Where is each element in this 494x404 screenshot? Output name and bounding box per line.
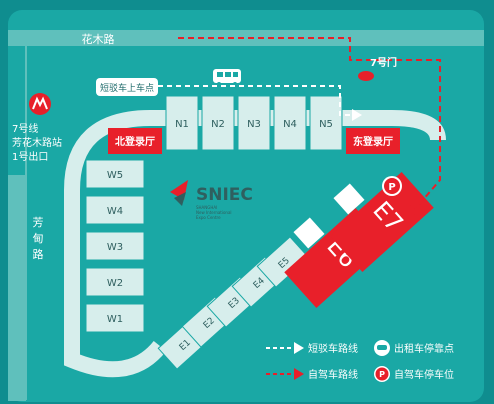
- road-label-fangdian-3: 路: [33, 248, 44, 261]
- logo-mark-dark: [174, 192, 186, 206]
- east-lobby[interactable]: [346, 128, 400, 154]
- hall-w4[interactable]: [85, 195, 145, 225]
- hall-n2-label: N2: [211, 119, 225, 130]
- hall-n4[interactable]: [273, 95, 307, 151]
- svg-text:P: P: [388, 182, 395, 193]
- hall-w1-label: W1: [107, 314, 123, 325]
- east-lobby-label: 东登录厅: [353, 135, 393, 148]
- e6-entrance-icon: [293, 217, 325, 249]
- hall-n1[interactable]: [165, 95, 199, 151]
- hall-w2-label: W2: [107, 278, 123, 289]
- hall-n3-label: N3: [247, 119, 261, 130]
- shuttle-stop-label: 短驳车上车点: [100, 82, 154, 94]
- shuttle-route: [158, 85, 362, 121]
- car-route: [178, 37, 441, 217]
- legend-shuttle-label: 短驳车路线: [308, 342, 358, 355]
- legend-car-label: 自驾车路线: [308, 368, 358, 381]
- metro-station-name: 芳花木路站: [12, 136, 62, 149]
- hall-n5[interactable]: [309, 95, 343, 151]
- metro-line: 7号线: [12, 122, 38, 135]
- east-small-halls: E1 E2 E3 E4 E5: [157, 236, 310, 370]
- north-lobby-label: 北登录厅: [115, 135, 155, 148]
- hall-w5-label: W5: [107, 170, 123, 181]
- legend: 短驳车路线 出租车停靠点 自驾车路线 P 自驾车停车位: [266, 340, 454, 382]
- car-icon: [358, 71, 374, 81]
- hall-n3[interactable]: [237, 95, 271, 151]
- road-label-fangdian-2: 甸: [33, 232, 44, 245]
- venue-ring: [64, 110, 446, 191]
- hall-w3[interactable]: [85, 231, 145, 261]
- logo-name: SNIEC: [196, 185, 253, 205]
- hall-n1-label: N1: [175, 119, 189, 130]
- e7-entrance-icon: [333, 183, 365, 215]
- hall-n5-label: N5: [319, 119, 333, 130]
- hall-w2[interactable]: [85, 267, 145, 297]
- road-label-fangdian-1: 芳: [33, 215, 44, 229]
- hall-n4-label: N4: [283, 119, 297, 130]
- hall-w3-label: W3: [107, 242, 123, 253]
- hall-w4-label: W4: [107, 206, 123, 217]
- hall-w5[interactable]: [85, 159, 145, 189]
- hall-w1[interactable]: [85, 303, 145, 333]
- metro-station[interactable]: 7号线 芳花木路站 1号出口: [12, 93, 62, 163]
- svg-text:P: P: [379, 370, 385, 379]
- shuttle-stop-badge[interactable]: [96, 78, 158, 96]
- hall-e7[interactable]: E7: [330, 172, 434, 272]
- north-lobby[interactable]: [108, 128, 162, 154]
- logo-sub-1: SHANGHAI: [196, 205, 217, 210]
- road-fangdian: [8, 175, 26, 401]
- bus-icon: [213, 69, 241, 86]
- hall-n2[interactable]: [201, 95, 235, 151]
- north-halls: N1 N2 N3 N4 N5: [165, 95, 343, 151]
- metro-exit: 1号出口: [12, 150, 48, 163]
- legend-taxi-label: 出租车停靠点: [394, 342, 454, 355]
- sniec-logo: SNIEC SHANGHAI New International Expo Ce…: [170, 180, 253, 220]
- logo-sub-3: Expo Centre: [196, 215, 221, 220]
- metro-glyph: [32, 96, 48, 110]
- legend-parking-label: 自驾车停车位: [394, 368, 454, 381]
- road-label-huamu: 花木路: [82, 33, 115, 46]
- logo-sub-2: New International: [196, 210, 232, 215]
- venue-ring-west: [64, 190, 167, 378]
- parking-marker[interactable]: P: [382, 176, 402, 196]
- gate-label: 7号门: [370, 56, 397, 69]
- hall-e7-block: [330, 172, 434, 272]
- west-halls: W5 W4 W3 W2 W1: [85, 159, 145, 333]
- road-huamu: [8, 30, 484, 46]
